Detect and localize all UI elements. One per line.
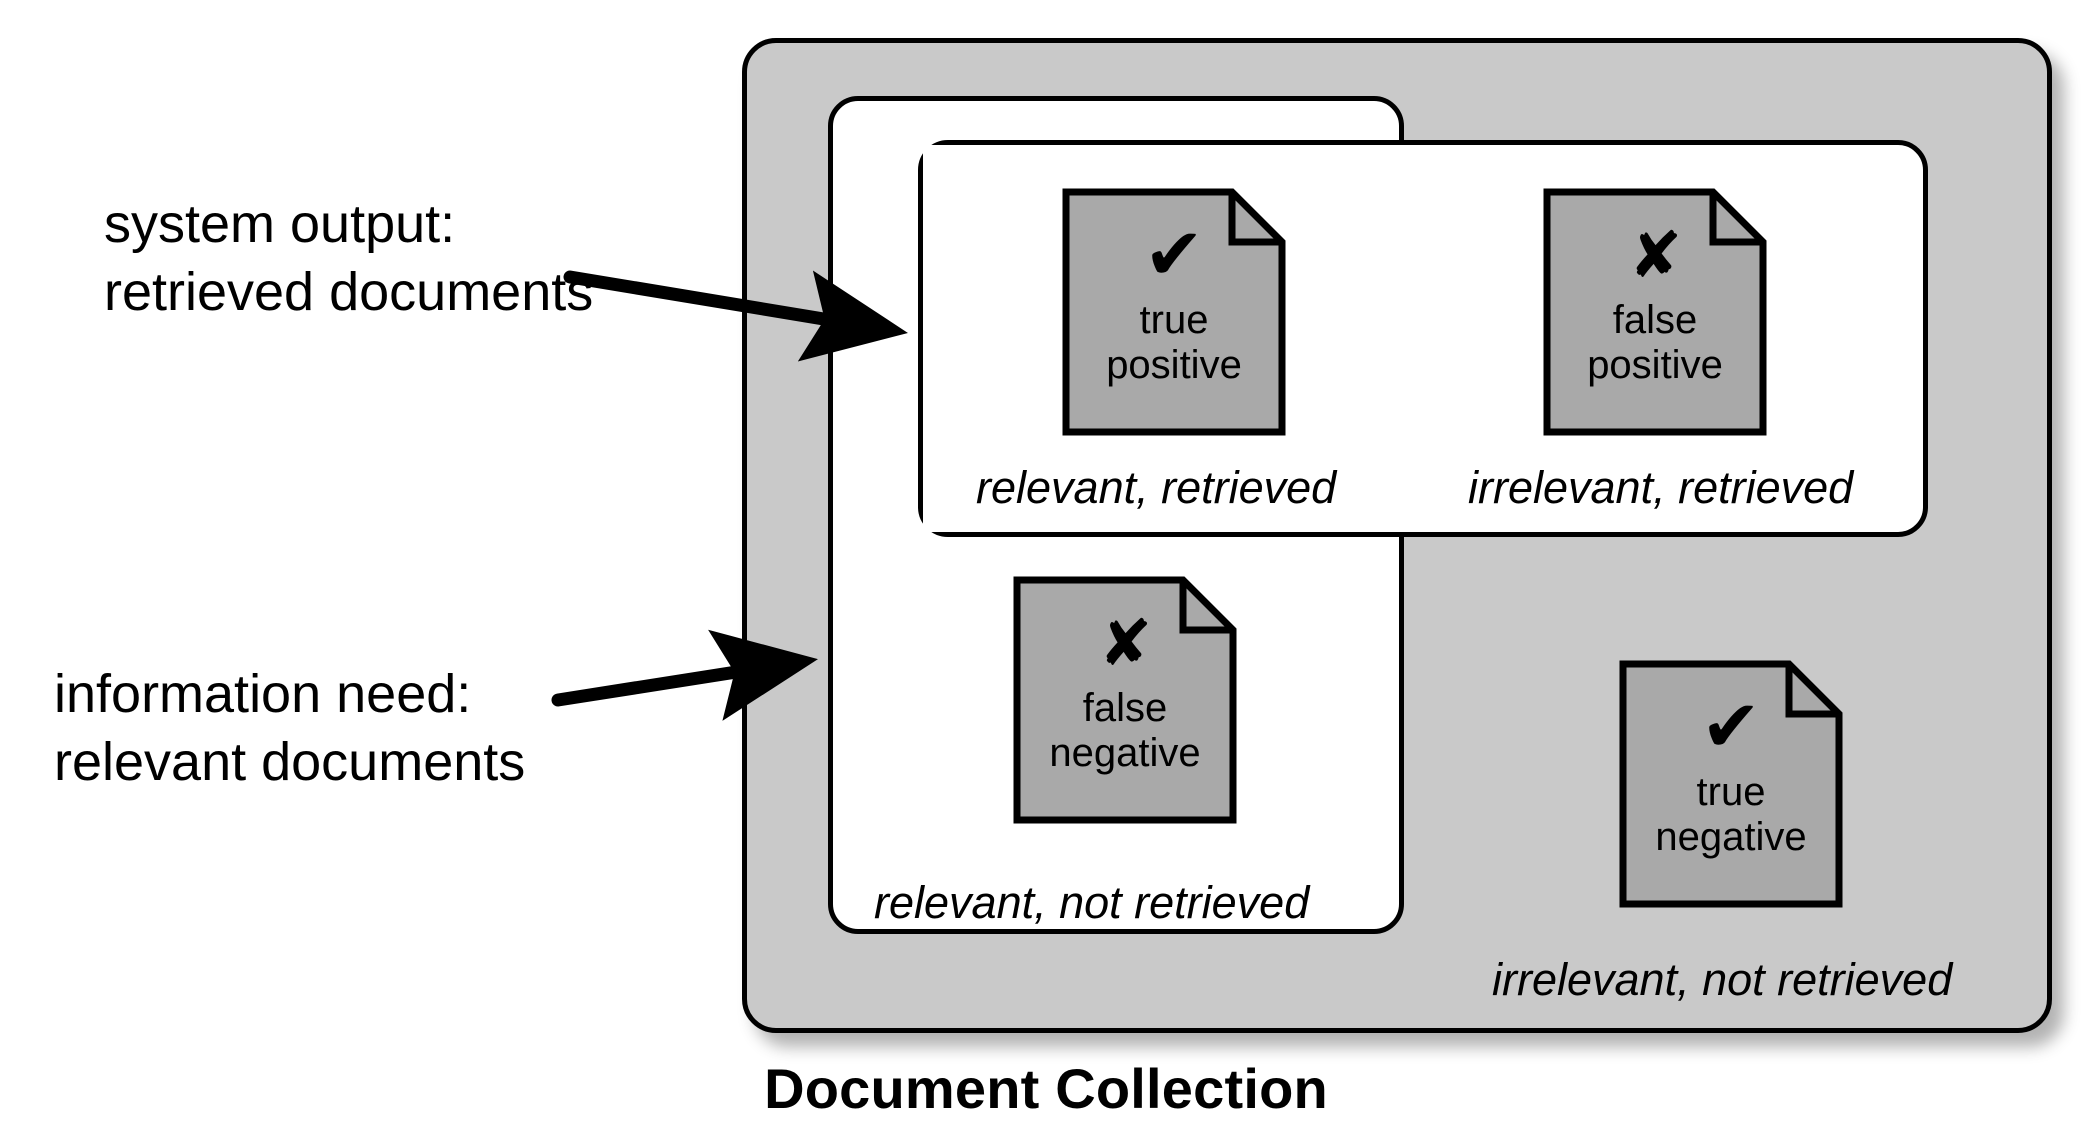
x-icon: ✘ [1628,218,1683,291]
document-icon-false-positive: ✘ false positive [1543,188,1767,436]
document-icon-true-positive: ✔ true positive [1062,188,1286,436]
document-label-line1: true [1139,298,1209,342]
annotation-system-output-line1: system output: [104,194,456,254]
annotation-system-output: system output: retrieved documents [104,190,593,326]
caption-irrelevant-not-retrieved: irrelevant, not retrieved [1492,954,1953,1005]
document-label-line2: negative [1655,814,1807,859]
check-icon: ✔ [1143,214,1205,295]
annotation-information-need: information need: relevant documents [54,660,525,796]
document-label-line1: false [1082,686,1168,730]
document-label-line2: positive [1106,342,1242,387]
x-icon: ✘ [1098,606,1153,679]
caption-relevant-retrieved: relevant, retrieved [976,462,1337,513]
page-title: Document Collection [764,1057,1328,1120]
annotation-information-need-line2: relevant documents [54,732,526,793]
document-label-line2: positive [1587,342,1723,387]
document-label-line1: true [1696,770,1766,814]
annotation-system-output-line2: retrieved documents [104,262,594,323]
document-label-line1: false [1612,298,1698,342]
document-label-line2: negative [1049,730,1201,775]
check-icon: ✔ [1700,686,1762,767]
caption-irrelevant-retrieved: irrelevant, retrieved [1468,462,1854,513]
caption-relevant-not-retrieved: relevant, not retrieved [874,877,1310,928]
document-icon-false-negative: ✘ false negative [1013,576,1237,824]
document-icon-true-negative: ✔ true negative [1619,660,1843,908]
annotation-information-need-line1: information need: [54,664,472,724]
